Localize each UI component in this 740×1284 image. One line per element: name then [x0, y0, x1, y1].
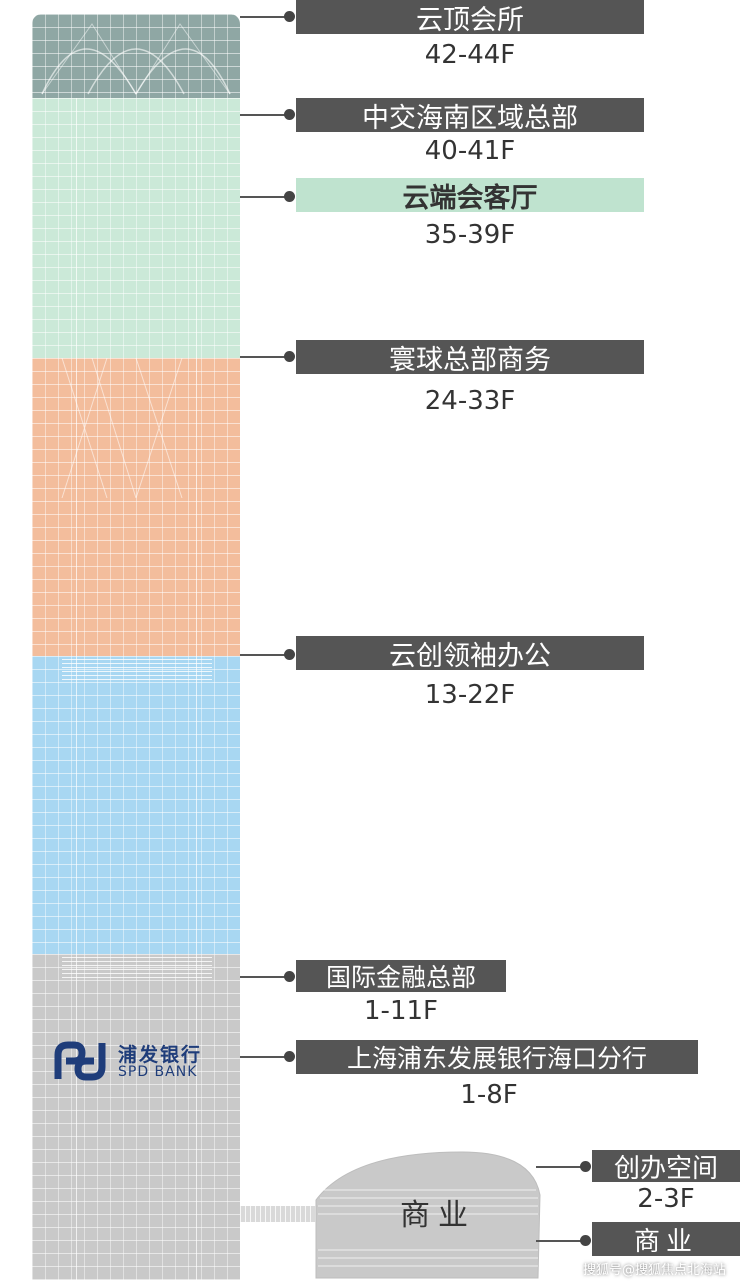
leader-dot — [284, 11, 295, 22]
leader-line — [240, 196, 290, 198]
tower — [32, 14, 240, 1280]
zone-label-sky-lounge: 云端会客厅 — [296, 178, 644, 214]
leader-line — [240, 1056, 290, 1058]
leader-dot — [580, 1161, 591, 1172]
zone-floors-leader-office: 13-22F — [424, 680, 516, 710]
tower-green-zone — [32, 98, 240, 358]
crown-arches — [41, 23, 231, 95]
leader-dot — [284, 191, 295, 202]
zone-label-spd-haikou: 上海浦东发展银行海口分行 — [296, 1040, 698, 1074]
tower-orange-zone — [32, 358, 240, 656]
zone-floors-global-hq: 24-33F — [424, 386, 516, 416]
zone-floors-sky-club: 42-44F — [424, 40, 516, 70]
podium-building — [315, 1151, 541, 1279]
podium-label: 商业 — [400, 1198, 476, 1233]
leader-dot — [284, 971, 295, 982]
leader-line — [240, 654, 290, 656]
zone-label-regional-hq: 中交海南区域总部 — [296, 98, 644, 134]
skybridge — [240, 1206, 320, 1222]
leader-dot — [284, 351, 295, 362]
leader-line — [240, 114, 290, 116]
zone-floors-spd-haikou: 1-8F — [460, 1080, 518, 1110]
zone-label-finance-hq: 国际金融总部 — [296, 960, 506, 992]
zone-label-sky-club: 云顶会所 — [296, 0, 644, 36]
leader-dot — [284, 109, 295, 120]
watermark: 搜狐号@搜狐焦点北海站 — [582, 1263, 726, 1278]
zone-floors-regional-hq: 40-41F — [424, 136, 516, 166]
zone-floors-startup-space: 2-3F — [637, 1184, 695, 1214]
zone-label-commercial: 商业 — [592, 1222, 740, 1257]
leader-line — [240, 356, 290, 358]
zone-label-global-hq: 寰球总部商务 — [296, 340, 644, 376]
spd-bank-logo: 浦发银行 SPD BANK — [54, 1040, 224, 1082]
leader-dot — [580, 1235, 591, 1246]
spd-bank-name-cn: 浦发银行 — [118, 1044, 203, 1066]
leader-dot — [284, 1051, 295, 1062]
tower-blue-zone — [32, 656, 240, 954]
leader-line — [240, 16, 290, 18]
leader-line — [536, 1240, 584, 1242]
leader-line — [536, 1166, 584, 1168]
leader-line — [240, 976, 290, 978]
zone-label-startup-space: 创办空间 — [592, 1150, 740, 1184]
spd-bank-name-en: SPD BANK — [118, 1064, 198, 1080]
zone-label-leader-office: 云创领袖办公 — [296, 636, 644, 672]
tower-crown-zone — [32, 14, 240, 98]
zone-floors-finance-hq: 1-11F — [364, 996, 438, 1026]
leader-dot — [284, 649, 295, 660]
orange-lattice — [61, 358, 183, 498]
spd-bank-emblem-icon — [54, 1041, 106, 1081]
zone-floors-sky-lounge: 35-39F — [424, 220, 516, 250]
tower-gray-zone — [32, 954, 240, 1280]
